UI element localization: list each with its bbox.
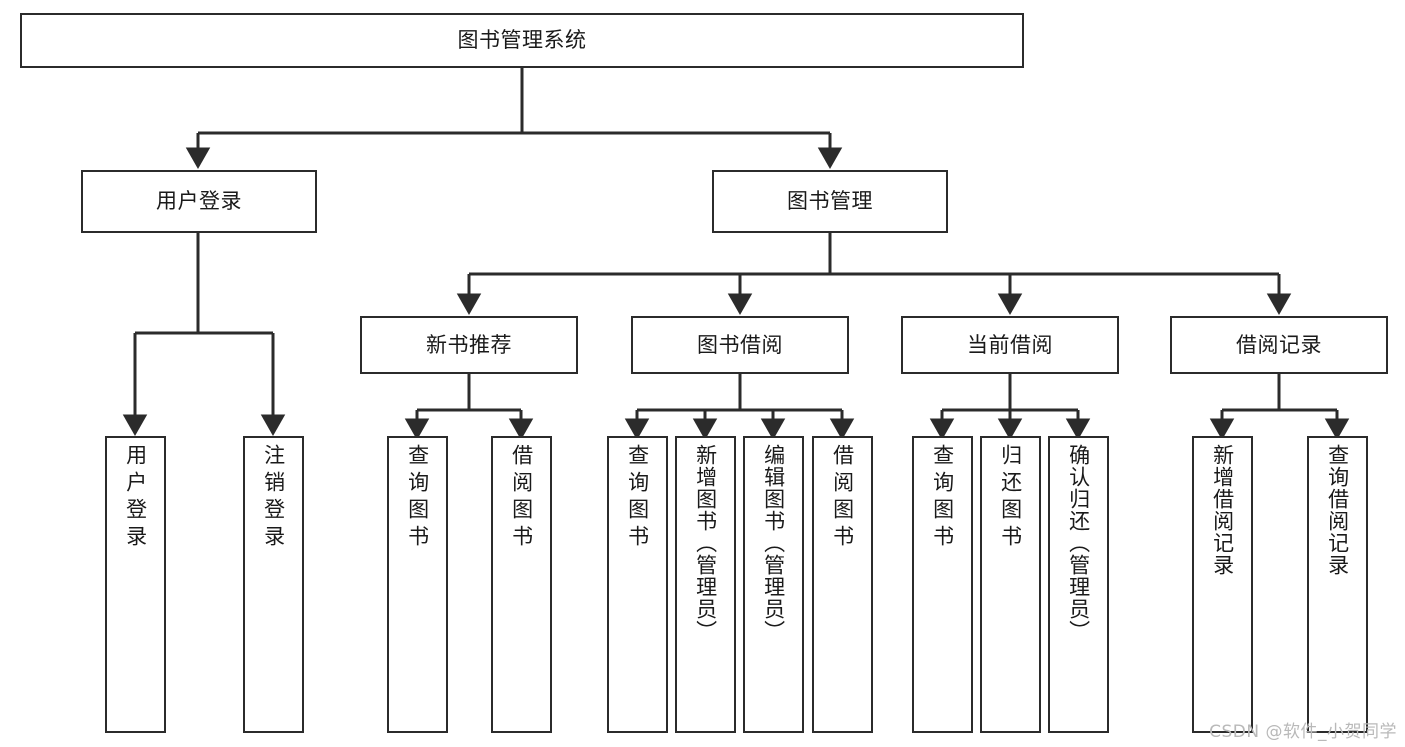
node-label: 查询图书 <box>405 444 430 552</box>
node-book-management[interactable]: 图书管理 <box>712 170 948 233</box>
node-label: 借阅记录 <box>1236 332 1322 357</box>
node-root-book-management-system[interactable]: 图书管理系统 <box>20 13 1024 68</box>
leaf-current-borrow-query-book[interactable]: 查询图书 <box>912 436 973 733</box>
node-label: 图书管理 <box>787 189 873 214</box>
node-label: 借阅图书 <box>509 444 534 552</box>
leaf-book-borrow-edit-book-admin[interactable]: 编辑图书（管理员） <box>743 436 804 733</box>
node-label: 新增图书（管理员） <box>693 444 718 642</box>
node-label: 新增借阅记录 <box>1210 444 1235 576</box>
node-label: 用户登录 <box>156 189 242 214</box>
node-label: 查询借阅记录 <box>1325 444 1350 576</box>
node-label: 用户登录 <box>123 444 148 552</box>
leaf-user-login-login[interactable]: 用户登录 <box>105 436 166 733</box>
node-label: 编辑图书（管理员） <box>761 444 786 642</box>
leaf-user-login-logout[interactable]: 注销登录 <box>243 436 304 733</box>
node-user-login[interactable]: 用户登录 <box>81 170 317 233</box>
node-label: 查询图书 <box>930 444 955 552</box>
node-label: 图书借阅 <box>697 332 783 357</box>
leaf-book-borrow-query-book[interactable]: 查询图书 <box>607 436 668 733</box>
leaf-current-borrow-return-book[interactable]: 归还图书 <box>980 436 1041 733</box>
node-label: 新书推荐 <box>426 332 512 357</box>
node-current-borrow[interactable]: 当前借阅 <box>901 316 1119 374</box>
node-label: 注销登录 <box>261 444 286 552</box>
csdn-watermark: CSDN @软件_小贺同学 <box>1209 722 1397 742</box>
node-label: 归还图书 <box>998 444 1023 552</box>
node-label: 借阅图书 <box>830 444 855 552</box>
leaf-current-borrow-confirm-return-admin[interactable]: 确认归还（管理员） <box>1048 436 1109 733</box>
node-new-book-recommend[interactable]: 新书推荐 <box>360 316 578 374</box>
node-label: 确认归还（管理员） <box>1066 444 1091 642</box>
node-label: 当前借阅 <box>967 332 1053 357</box>
leaf-new-book-borrow-book[interactable]: 借阅图书 <box>491 436 552 733</box>
leaf-book-borrow-borrow-book[interactable]: 借阅图书 <box>812 436 873 733</box>
node-label: 查询图书 <box>625 444 650 552</box>
node-label: 图书管理系统 <box>457 28 587 53</box>
leaf-new-book-query-book[interactable]: 查询图书 <box>387 436 448 733</box>
leaf-borrow-record-add-record[interactable]: 新增借阅记录 <box>1192 436 1253 733</box>
node-book-borrow[interactable]: 图书借阅 <box>631 316 849 374</box>
leaf-borrow-record-query-record[interactable]: 查询借阅记录 <box>1307 436 1368 733</box>
node-borrow-record[interactable]: 借阅记录 <box>1170 316 1388 374</box>
leaf-book-borrow-add-book-admin[interactable]: 新增图书（管理员） <box>675 436 736 733</box>
